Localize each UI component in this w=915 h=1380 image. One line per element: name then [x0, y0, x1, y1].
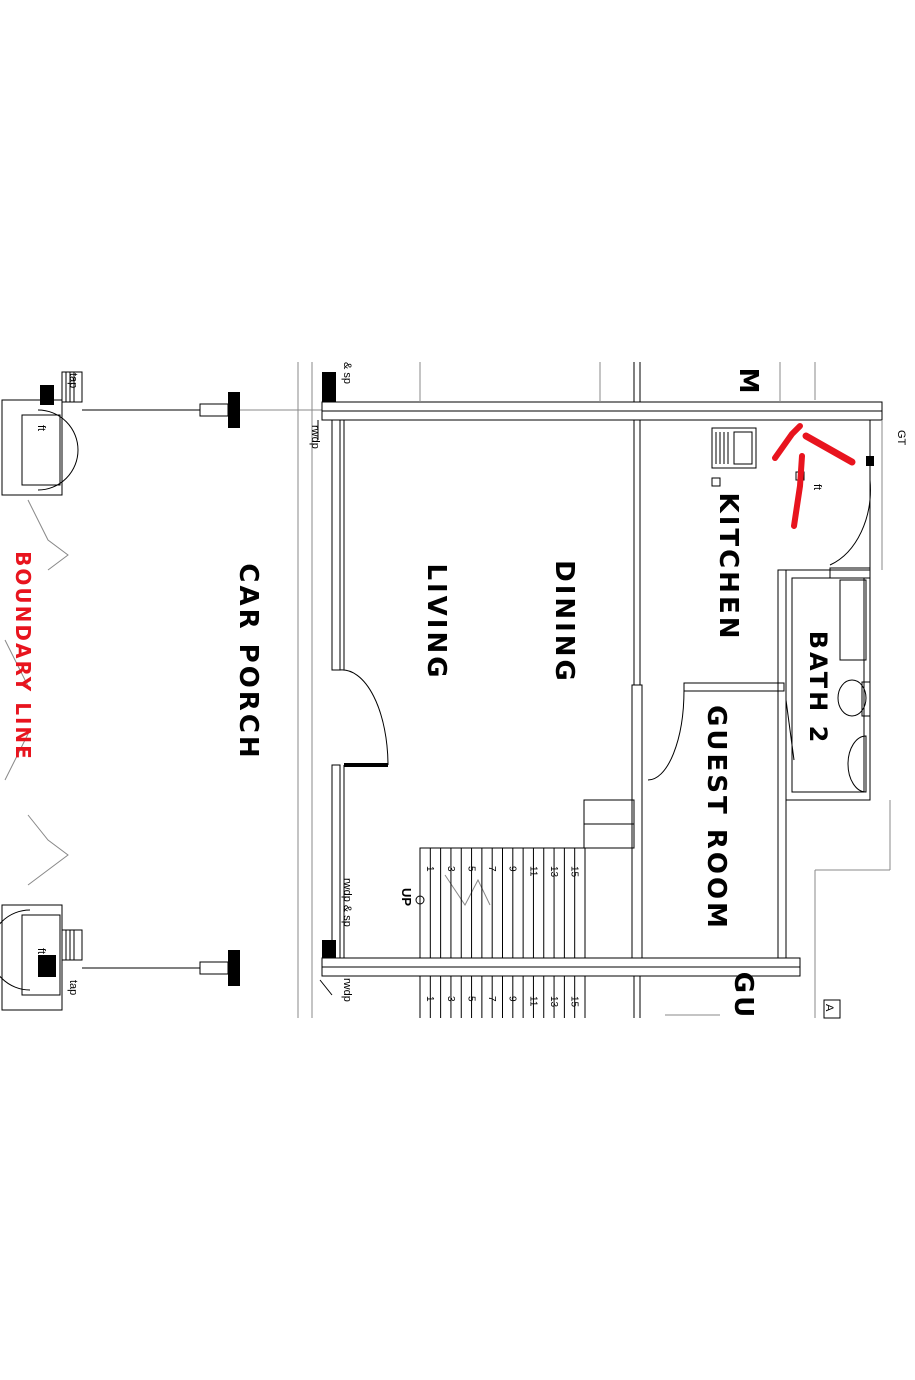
red-markup [772, 423, 856, 529]
stair-step-number: 5 [465, 996, 476, 1002]
boundary-zone [0, 371, 83, 1011]
kitchen-ft-label: ft [811, 484, 823, 490]
room-label-bath-2: BATH 2 [804, 631, 832, 746]
stair-step-number: 9 [507, 996, 518, 1002]
house-walls [317, 362, 891, 1019]
stair-treads-upper [429, 848, 576, 958]
room-label-living: LIVING [421, 563, 451, 680]
room-label-car-porch: CAR PORCH [233, 563, 263, 760]
room-label-kitchen: KITCHEN [713, 493, 743, 642]
stair-step-number: 11 [527, 866, 538, 877]
stair-treads-lower [429, 976, 576, 1018]
sp-label-top: & sp [341, 362, 353, 384]
staircase [415, 799, 635, 1018]
stair-step-number: 1 [424, 866, 435, 872]
stair-step-number: 3 [445, 996, 456, 1002]
stair-step-number: 7 [486, 996, 497, 1002]
ft-label-top: ft [35, 425, 47, 431]
gate-track-bottom [82, 950, 240, 986]
tap-label-top: tap [67, 373, 79, 388]
rwdp-label-bottom: rwdp [341, 978, 353, 1002]
stair-step-number: 13 [548, 866, 559, 878]
stair-up-label: UP [399, 888, 414, 906]
room-label-dining: DINING [549, 560, 579, 684]
stair-step-number: 11 [527, 996, 538, 1007]
stair-step-number: 13 [548, 996, 559, 1008]
room-label-guest-room: GUEST ROOM [701, 705, 731, 931]
stair-step-number: 7 [486, 866, 497, 872]
gt-label: GT [895, 430, 907, 446]
rwdp-label-top: rwdp [309, 425, 321, 449]
gate-track-top [82, 392, 322, 428]
stair-step-number: 1 [424, 996, 435, 1002]
ft-label-bottom: ft [35, 948, 47, 954]
stair-step-number: 3 [445, 866, 456, 872]
room-label-partial-bottom: GU [728, 972, 758, 1020]
stair-step-number: 15 [569, 866, 580, 878]
rwdp-sp-label: rwdp & sp [341, 878, 353, 927]
partial-a-label: A [823, 1004, 835, 1012]
stair-step-number: 5 [465, 866, 476, 872]
stair-step-number: 9 [507, 866, 518, 872]
tap-label-bottom: tap [67, 980, 79, 995]
room-label-partial-top: M [733, 368, 763, 397]
stair-step-number: 15 [569, 996, 580, 1008]
boundary-line-label: BOUNDARY LINE [11, 551, 35, 761]
